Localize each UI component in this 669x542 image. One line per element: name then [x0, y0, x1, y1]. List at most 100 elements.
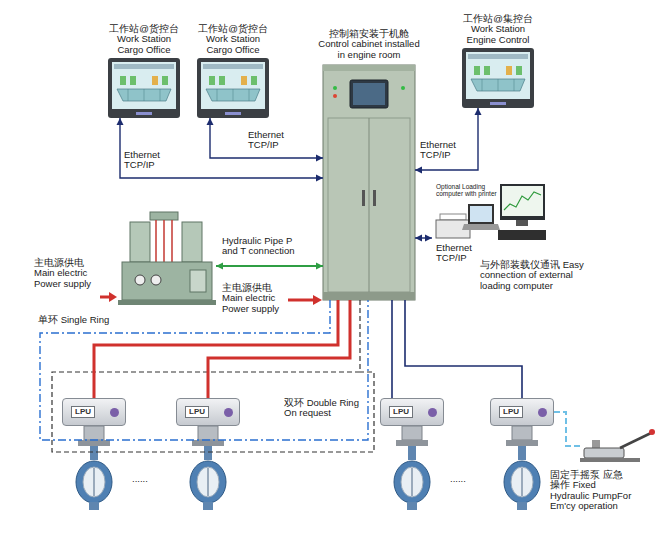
hydraulic-line — [208, 300, 350, 398]
cabinet-drawing — [323, 65, 415, 300]
ethernet-link — [415, 235, 432, 242]
arrow-head — [425, 235, 432, 242]
hand-pump-drawing — [580, 458, 640, 462]
monitor-icon — [462, 48, 534, 108]
workstation: 工作站@集控台 Work Station Engine Control — [462, 48, 534, 108]
pump-line — [554, 412, 580, 446]
hydraulic-pipe — [216, 263, 323, 270]
signal-line — [405, 300, 522, 398]
cabinet-drawing — [350, 80, 388, 108]
hydraulic-line — [208, 300, 350, 398]
hand-pump-drawing — [584, 448, 624, 458]
hydraulic-unit-drawing — [182, 222, 202, 262]
signal-line — [392, 300, 393, 398]
loading-computer: Optional Loading computer with printer与外… — [432, 198, 545, 246]
ethernet-link — [120, 118, 323, 178]
node-heading: 主电源供电 Main electric Power supply — [34, 258, 98, 289]
lpu-unit: LPU — [490, 398, 554, 426]
cabinet-drawing — [369, 118, 370, 292]
node-heading: 工作站@货控台 Work Station Cargo Office — [195, 24, 271, 55]
loading-computer-drawing — [516, 220, 528, 226]
pump-line — [554, 412, 580, 446]
node-heading: 控制箱安装于机舱 Control cabinet installed in en… — [317, 29, 421, 60]
node-heading: 与外部装载仪通讯 Easy connection of external loa… — [480, 260, 598, 291]
status-dot — [224, 408, 233, 417]
arrow-head — [475, 108, 482, 115]
cabinet-drawing — [328, 118, 410, 292]
workstation: 工作站@货控台 Work Station Cargo Office — [197, 58, 269, 118]
signal-line — [405, 300, 522, 398]
ethernet-link — [207, 118, 324, 162]
power-arrow — [100, 296, 110, 299]
hand-pump-drawing — [580, 429, 655, 462]
node-heading: Optional Loading computer with printer — [436, 183, 498, 197]
cabinet-drawing — [323, 65, 415, 71]
node-heading: 工作站@货控台 Work Station Cargo Office — [106, 24, 182, 55]
hydraulic-unit-drawing — [118, 300, 216, 305]
arrow-head — [207, 118, 214, 125]
hydraulic-unit-drawing — [118, 212, 216, 305]
loading-computer-drawing — [498, 230, 546, 240]
hydraulic-unit-drawing — [130, 222, 150, 262]
cabinet-drawing — [323, 292, 415, 300]
hydraulic-unit-drawing — [190, 270, 206, 292]
lpu-unit: LPU — [176, 398, 240, 426]
status-dot — [428, 408, 437, 417]
edge-label: Ethernet TCP/IP — [436, 243, 482, 264]
power-arrow — [100, 292, 117, 302]
arrow-head — [216, 263, 223, 270]
ethernet-link — [415, 108, 482, 174]
edge-label: Ethernet TCP/IP — [124, 150, 170, 171]
ring-label: 单环 Single Ring — [38, 315, 109, 325]
arrow-head — [415, 235, 422, 242]
loading-computer-drawing — [440, 214, 466, 220]
loading-computer-drawing — [468, 204, 494, 224]
cabinet-drawing — [333, 94, 337, 98]
loading-computer-drawing — [502, 186, 543, 216]
hand-pump-drawing — [649, 429, 655, 435]
hydraulic-unit-drawing — [135, 275, 145, 285]
control-cabinet: 控制箱安装于机舱 Control cabinet installed in en… — [323, 65, 415, 300]
cabinet-drawing — [401, 86, 405, 90]
loading-computer-drawing — [462, 224, 500, 230]
ring-label: 双环 Double Ring On request — [284, 398, 362, 419]
hydraulic-pipe — [216, 265, 323, 267]
status-dot — [538, 408, 547, 417]
arrow-head — [316, 263, 323, 270]
loading-computer-drawing — [500, 184, 545, 220]
power-arrow — [313, 295, 322, 305]
hand-pump-drawing — [620, 433, 651, 448]
unit-tag: LPU — [71, 406, 95, 419]
hydraulic-power-unit: 主电源供电 Main electric Power supply — [118, 210, 216, 305]
status-dot — [110, 408, 119, 417]
edge-label: Ethernet TCP/IP — [248, 130, 294, 151]
ethernet-link — [117, 118, 324, 182]
unit-tag: LPU — [185, 406, 209, 419]
butterfly-valve — [76, 426, 112, 510]
power-note: 主电源供电 Main electric Power supply — [222, 283, 288, 314]
power-arrow — [285, 295, 322, 305]
hand-pump: 固定手摇泵 应急操作 Fixed Hydraulic PumpFor Em'cy… — [580, 430, 656, 464]
cabinet-drawing — [353, 83, 385, 105]
hydraulic-line — [94, 300, 338, 398]
unit-tag: LPU — [499, 406, 523, 419]
arrow-head — [316, 155, 323, 162]
hydraulic-unit-drawing — [151, 275, 161, 285]
loading-computer-drawing — [504, 192, 541, 210]
butterfly-valve — [504, 426, 540, 510]
butterfly-valve — [190, 426, 226, 510]
cabinet-drawing — [333, 86, 337, 90]
unit-tag: LPU — [389, 406, 413, 419]
power-arrow — [285, 299, 314, 302]
lpu-unit: LPU — [380, 398, 444, 426]
signal-line — [391, 300, 393, 398]
hydraulic-unit-drawing — [122, 262, 212, 300]
hydraulic-unit-drawing — [156, 220, 172, 262]
node-heading: 工作站@集控台 Work Station Engine Control — [460, 14, 536, 45]
cabinet-drawing — [373, 190, 376, 206]
power-arrow — [109, 292, 117, 302]
loading-computer-drawing — [470, 206, 492, 222]
arrow-head — [415, 167, 422, 174]
arrow-head — [316, 175, 323, 182]
workstation: 工作站@货控台 Work Station Cargo Office — [108, 58, 180, 118]
